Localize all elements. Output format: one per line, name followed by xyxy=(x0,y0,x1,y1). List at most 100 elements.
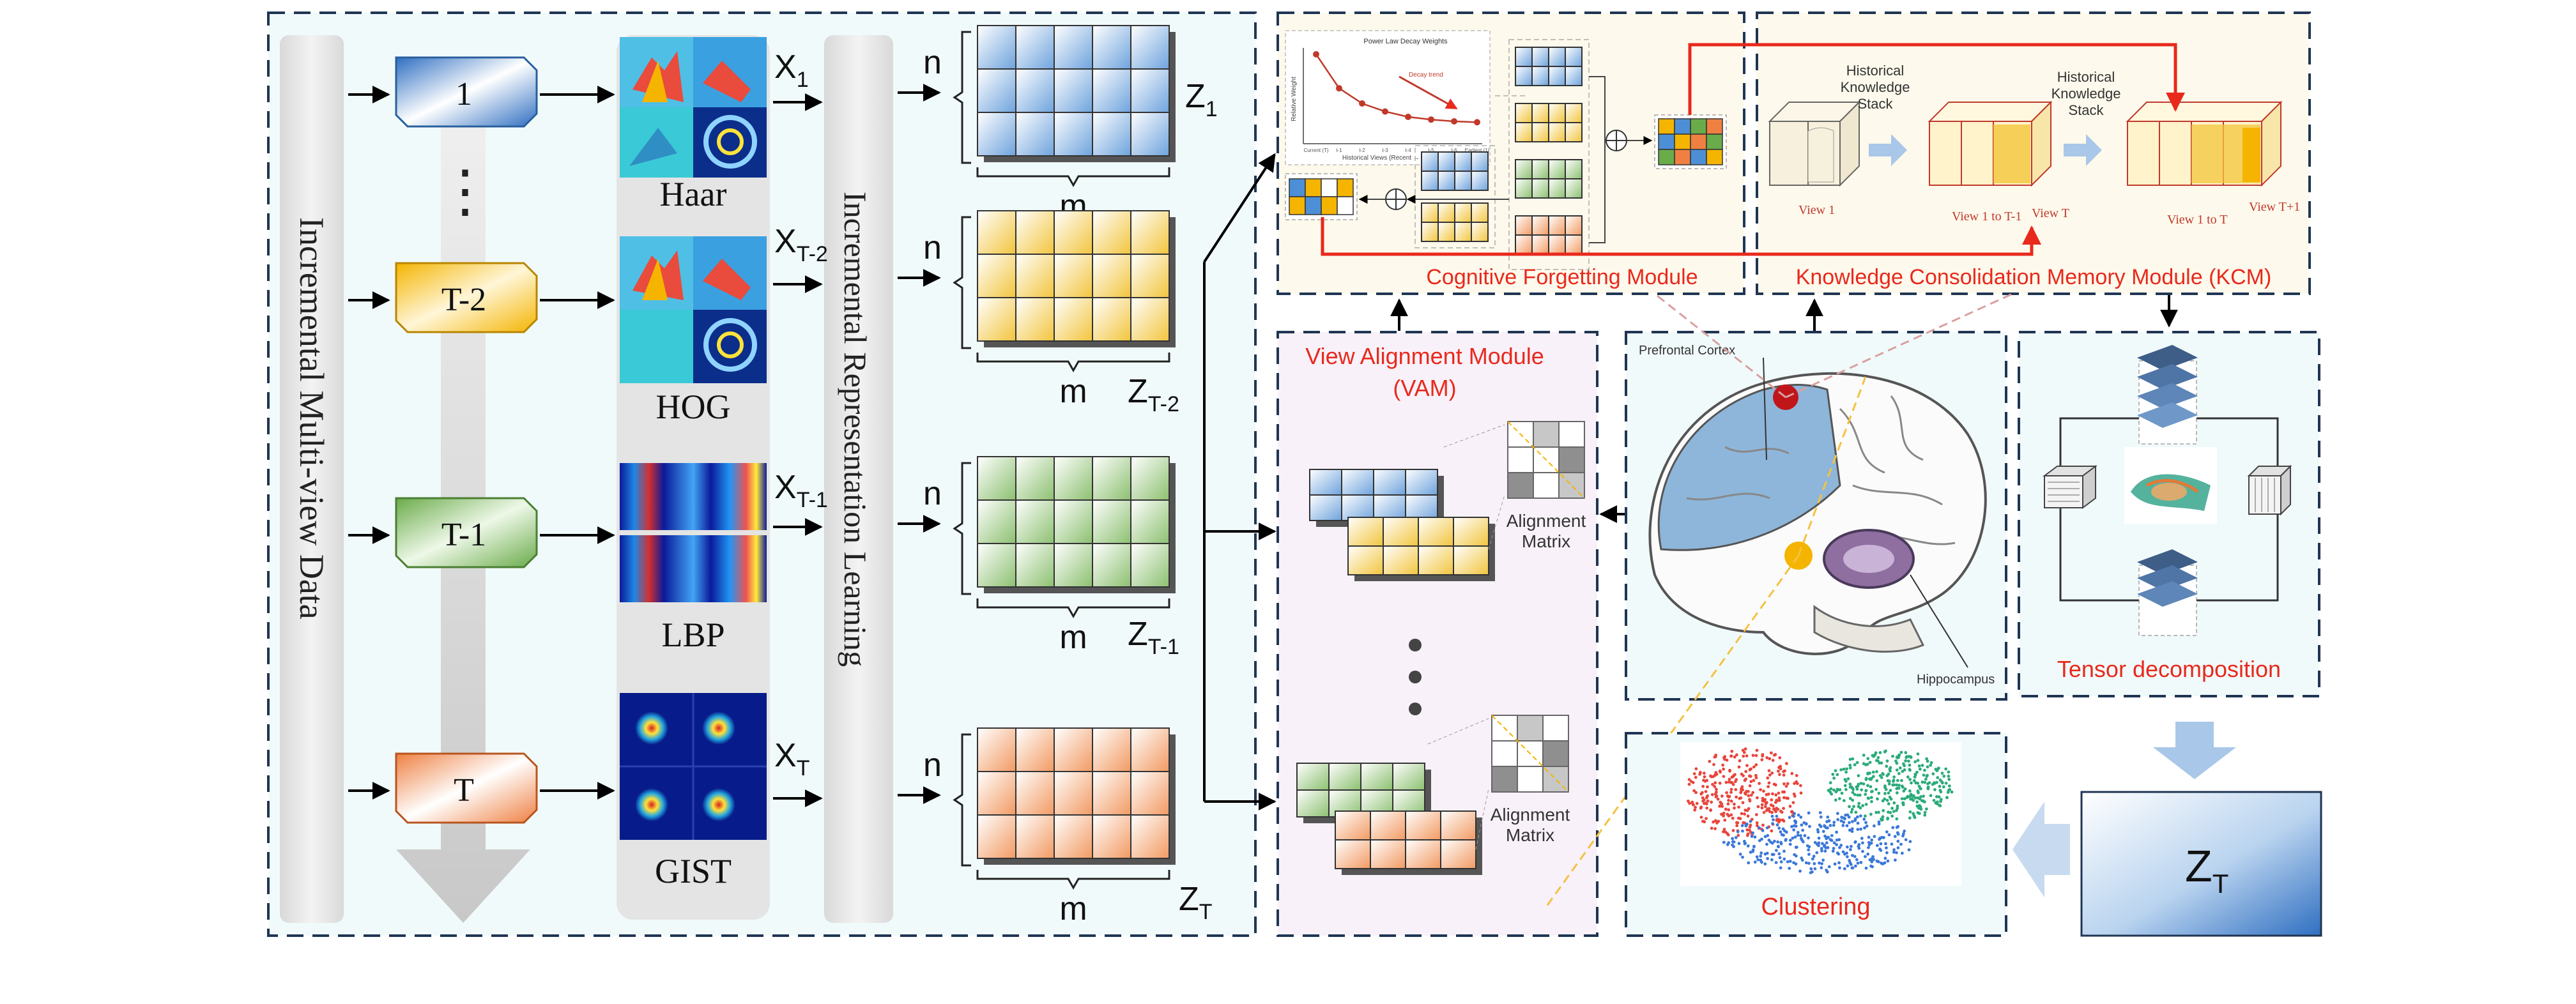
kcm-stack-label-line: Knowledge xyxy=(1841,79,1910,95)
cluster-point xyxy=(1925,774,1929,778)
x-sub: 1 xyxy=(797,68,809,92)
cluster-point xyxy=(1855,761,1859,764)
cluster-point xyxy=(1879,849,1883,852)
cluster-point xyxy=(1859,860,1863,864)
cluster-point xyxy=(1759,788,1762,791)
kcm-stack-label-line: Historical xyxy=(2057,69,2115,85)
cluster-point xyxy=(1859,814,1862,818)
cluster-point xyxy=(1829,787,1833,791)
z-grid-T-cell xyxy=(1130,771,1170,816)
left-grid-cell xyxy=(1337,178,1354,197)
vam-dot xyxy=(1409,671,1422,683)
cluster-point xyxy=(1792,824,1796,828)
cluster-point xyxy=(1700,791,1704,795)
cluster-point xyxy=(1744,747,1747,751)
cluster-point xyxy=(1895,761,1899,765)
vam-grid-blue-cell xyxy=(1309,494,1342,521)
cluster-point xyxy=(1935,780,1938,784)
cluster-point xyxy=(1758,826,1761,830)
cluster-point xyxy=(1741,801,1745,805)
left-grid-cell xyxy=(1321,196,1338,215)
hippocampus-label: Hippocampus xyxy=(1917,673,1995,687)
cluster-point xyxy=(1913,815,1917,819)
cluster-point xyxy=(1901,770,1905,773)
cluster-point xyxy=(1820,849,1823,853)
cluster-point xyxy=(1881,815,1885,819)
cluster-point xyxy=(1740,785,1744,789)
cfm-mid-grid-yellow-cell xyxy=(1454,202,1472,223)
cluster-point xyxy=(1756,796,1759,800)
cluster-point xyxy=(1850,785,1853,789)
cluster-point xyxy=(1749,767,1753,771)
cluster-point xyxy=(1916,752,1920,756)
cluster-point xyxy=(1838,846,1841,849)
cluster-point xyxy=(1938,804,1942,808)
z-grid-T-1-cell xyxy=(1092,499,1131,544)
cluster-point xyxy=(1741,829,1744,833)
cluster-point xyxy=(1770,853,1774,856)
cluster-point xyxy=(1866,772,1869,776)
cluster-point xyxy=(1784,839,1788,842)
cluster-point xyxy=(1760,803,1764,807)
vam-alignment-label-line: Matrix xyxy=(1506,825,1554,845)
cluster-point xyxy=(1705,806,1709,810)
z-grid-T-2-cell xyxy=(1054,254,1093,298)
cluster-point xyxy=(1914,781,1918,785)
cluster-point xyxy=(1864,777,1868,781)
cluster-point xyxy=(1813,867,1817,871)
cluster-point xyxy=(1931,772,1935,776)
vam-grid-blue-cell xyxy=(1341,494,1374,521)
cluster-point xyxy=(1807,811,1811,815)
cluster-point xyxy=(1808,825,1811,828)
cluster-point xyxy=(1782,857,1786,861)
cluster-point xyxy=(1940,780,1943,784)
cluster-point xyxy=(1899,750,1903,754)
cluster-point xyxy=(1862,782,1866,786)
fused-cell xyxy=(1658,133,1675,150)
cluster-point xyxy=(1848,796,1852,800)
cluster-point xyxy=(1795,782,1799,786)
cluster-point xyxy=(1895,768,1899,772)
cluster-point xyxy=(1877,822,1881,826)
cluster-point xyxy=(1926,786,1930,790)
cluster-point xyxy=(1885,774,1889,777)
cluster-point xyxy=(1837,797,1841,800)
cluster-point xyxy=(1766,807,1769,811)
z-label: Z1 xyxy=(1185,78,1218,121)
vam-grid-yellow-cell xyxy=(1418,545,1454,575)
cluster-point xyxy=(1858,793,1862,797)
output-z-sub: T xyxy=(2212,869,2229,899)
alignment-matrix-1 xyxy=(1507,421,1585,499)
cluster-point xyxy=(1761,823,1765,827)
cluster-point xyxy=(1947,770,1951,774)
vam-grid-orange-cell xyxy=(1370,810,1406,840)
cluster-point xyxy=(1900,797,1904,801)
vam-panel: View Alignment Module (VAM) AlignmentMat… xyxy=(1276,331,1598,937)
cluster-point xyxy=(1745,828,1749,832)
alignment-matrix-2-cell xyxy=(1491,766,1518,793)
cluster-point xyxy=(1734,787,1738,791)
decay-line xyxy=(1315,54,1478,123)
cluster-point xyxy=(1916,759,1920,763)
kcm-stack-label-line: Knowledge xyxy=(2051,86,2121,102)
decay-point xyxy=(1313,51,1319,57)
fused-to-kcm-arrow xyxy=(1688,43,2185,115)
cluster-point xyxy=(1915,800,1919,804)
cluster-point xyxy=(1871,770,1875,774)
cluster-point xyxy=(1821,830,1825,833)
cluster-point xyxy=(1938,784,1942,788)
cluster-point xyxy=(1776,807,1780,811)
cfm-grid-green-cell xyxy=(1565,178,1583,199)
cluster-point xyxy=(1692,789,1696,793)
cluster-point xyxy=(1904,751,1908,754)
cluster-point xyxy=(1747,794,1751,798)
cluster-point xyxy=(1878,837,1882,841)
cluster-point xyxy=(1827,865,1831,869)
cluster-point xyxy=(1710,800,1713,804)
z-grid-1-cell xyxy=(1092,112,1131,156)
cfm-left-grid xyxy=(1285,173,1358,220)
cluster-point xyxy=(1839,844,1843,847)
cluster-point xyxy=(1735,778,1738,782)
cluster-point xyxy=(1869,785,1873,789)
tensor-bottom-slab xyxy=(2137,549,2198,636)
